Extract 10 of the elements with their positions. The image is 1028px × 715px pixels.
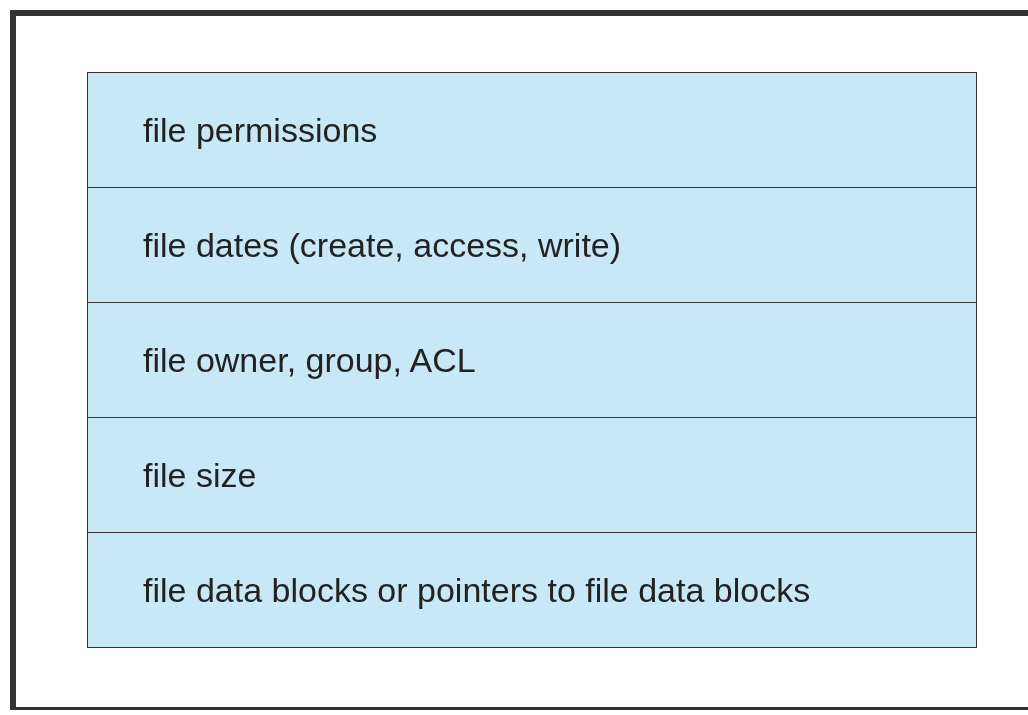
table-row <box>87 302 977 418</box>
row-label: file dates (create, access, write) <box>143 225 622 265</box>
row-label: file owner, group, ACL <box>143 340 476 380</box>
table-row <box>87 72 977 188</box>
row-label: file permissions <box>143 110 378 150</box>
table-row <box>87 187 977 303</box>
row-label: file data blocks or pointers to file data blocks <box>143 570 811 610</box>
table-row <box>87 532 977 648</box>
row-label: file size <box>143 455 257 495</box>
table-row <box>87 417 977 533</box>
